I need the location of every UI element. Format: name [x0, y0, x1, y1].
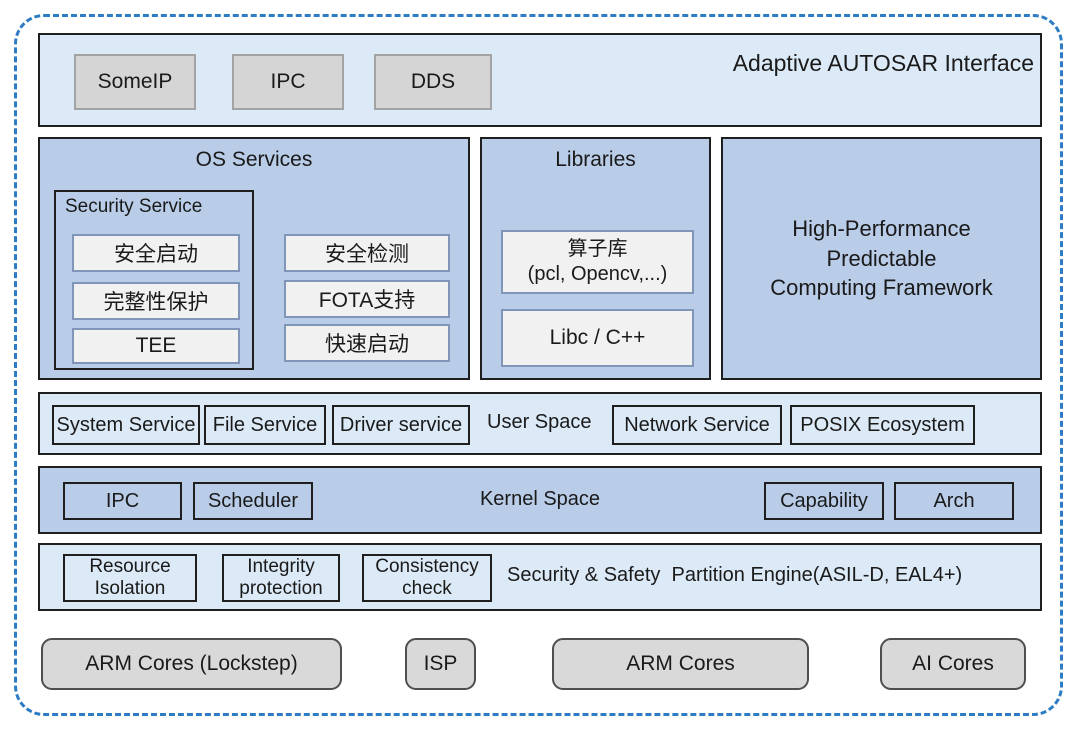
adaptive-autosar-interface-band: SomeIP IPC DDS Adaptive AUTOSAR Interfac… [38, 33, 1042, 127]
computing-framework-line3: Computing Framework [770, 275, 993, 301]
os-services-title: OS Services [195, 148, 313, 171]
security-service-group: Security Service 安全启动 完整性保护 TEE [54, 190, 254, 370]
tee-box: TEE [72, 328, 240, 364]
libc-box: Libc / C++ [501, 309, 694, 367]
dashed-outer-frame [14, 14, 1063, 716]
kernel-space-band: Kernel Space IPC Scheduler Capability Ar… [38, 466, 1042, 534]
isp-box: ISP [405, 638, 476, 690]
arm-cores-lockstep-box: ARM Cores (Lockstep) [41, 638, 342, 690]
resource-isolation-line1: Resource [89, 556, 171, 578]
ipc-box: IPC [232, 54, 344, 110]
posix-ecosystem-box: POSIX Ecosystem [790, 405, 975, 445]
security-detection-box: 安全检测 [284, 234, 450, 272]
fast-boot-box: 快速启动 [284, 324, 450, 362]
integrity-protection-line1: Integrity [247, 556, 315, 578]
user-space-band: System Service File Service Driver servi… [38, 392, 1042, 455]
operator-library-line2: (pcl, Opencv,...) [527, 263, 668, 285]
integrity-protection-line2: protection [239, 578, 323, 599]
kernel-space-label: Kernel Space [479, 488, 601, 510]
consistency-check-line2: check [402, 578, 452, 599]
computing-framework-line2: Predictable [826, 245, 937, 271]
libraries-title: Libraries [555, 148, 636, 171]
dds-box: DDS [374, 54, 492, 110]
computing-framework-line1: High-Performance [792, 215, 971, 241]
consistency-check-box: Consistency check [362, 554, 492, 602]
arm-cores-box: ARM Cores [552, 638, 809, 690]
partition-engine-label: Security & Safety Partition Engine(ASIL-… [507, 564, 963, 586]
security-service-label: Security Service [65, 196, 203, 217]
someip-box: SomeIP [74, 54, 196, 110]
scheduler-box: Scheduler [193, 482, 313, 520]
libraries-panel: Libraries 算子库 (pcl, Opencv,...) Libc / C… [480, 137, 711, 380]
partition-engine-band: Resource Isolation Integrity protection … [38, 543, 1042, 611]
resource-isolation-box: Resource Isolation [63, 554, 197, 602]
network-service-box: Network Service [612, 405, 782, 445]
os-services-panel: OS Services Security Service 安全启动 完整性保护 … [38, 137, 470, 380]
consistency-check-line1: Consistency [375, 556, 479, 578]
integrity-protection-en-box: Integrity protection [222, 554, 340, 602]
arch-box: Arch [894, 482, 1014, 520]
interface-band-title: Adaptive AUTOSAR Interface [732, 50, 1034, 76]
secure-boot-box: 安全启动 [72, 234, 240, 272]
fota-support-box: FOTA支持 [284, 280, 450, 318]
operator-library-box: 算子库 (pcl, Opencv,...) [501, 230, 694, 294]
resource-isolation-line2: Isolation [94, 578, 166, 599]
file-service-box: File Service [204, 405, 326, 445]
computing-framework-label: High-Performance Predictable Computing F… [770, 214, 993, 303]
capability-box: Capability [764, 482, 884, 520]
user-space-label: User Space [487, 411, 592, 433]
driver-service-box: Driver service [332, 405, 470, 445]
integrity-protection-box: 完整性保护 [72, 282, 240, 320]
system-service-box: System Service [52, 405, 200, 445]
computing-framework-panel: High-Performance Predictable Computing F… [721, 137, 1042, 380]
kernel-ipc-box: IPC [63, 482, 182, 520]
ai-cores-box: AI Cores [880, 638, 1026, 690]
operator-library-line1: 算子库 [567, 238, 628, 260]
